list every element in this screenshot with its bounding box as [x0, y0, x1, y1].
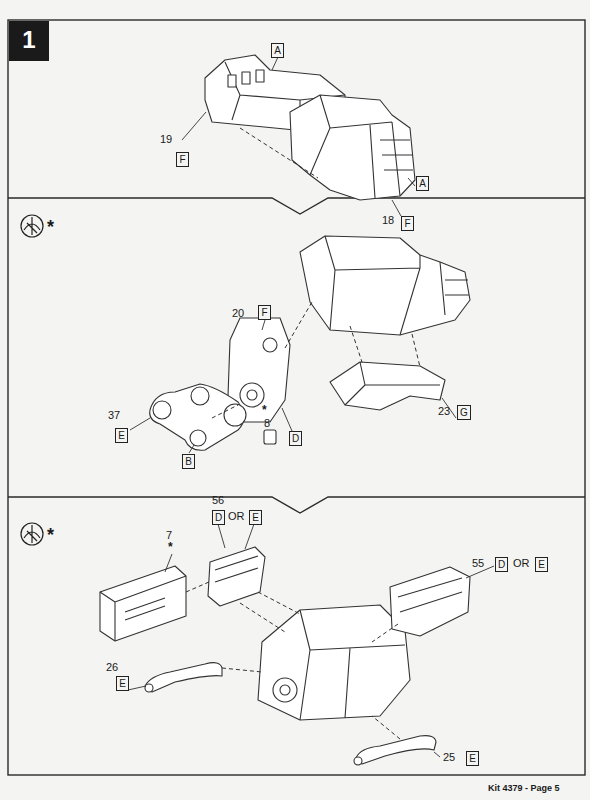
paint-note-star: * [262, 404, 267, 416]
callout-number: 18 [382, 214, 394, 226]
part-tree-letter: E [252, 512, 259, 523]
part-tree-letter: E [469, 753, 476, 764]
part-tree-box: F [176, 152, 189, 167]
step-number: 1 [17, 23, 41, 57]
part-tree-box: A [271, 43, 284, 58]
callout-number: 37 [108, 409, 120, 421]
part-tree-box: D [212, 510, 225, 525]
callout-number: 19 [160, 133, 172, 145]
part-tree-letter: A [274, 45, 281, 56]
part-tree-letter: F [404, 218, 411, 229]
part-tree-box: F [401, 216, 414, 231]
callout-number: OR [513, 557, 530, 569]
callout-number: 55 [472, 557, 484, 569]
callout-number: 56 [212, 494, 224, 506]
part-tree-box: A [416, 176, 429, 191]
part-tree-letter: D [498, 559, 505, 570]
callout-number: 7 [166, 529, 172, 541]
part-tree-letter: B [185, 456, 192, 467]
part-tree-letter: D [292, 433, 299, 444]
part-tree-letter: E [538, 559, 545, 570]
callout-number: 25 [443, 751, 455, 763]
part-tree-letter: E [119, 678, 126, 689]
part-tree-letter: E [118, 430, 125, 441]
part-tree-box: D [495, 557, 508, 572]
part-tree-letter: D [215, 512, 222, 523]
paint-note-star: * [168, 541, 173, 553]
step-number-box: 1 [9, 21, 49, 61]
callout-number: 23 [438, 405, 450, 417]
part-tree-box: E [535, 557, 548, 572]
part-tree-letter: F [261, 307, 268, 318]
callout-number: OR [228, 510, 245, 522]
part-tree-letter: G [460, 407, 468, 418]
part-tree-box: E [116, 676, 129, 691]
part-tree-box: E [466, 751, 479, 766]
part-tree-box: G [457, 405, 471, 420]
part-tree-box: D [289, 431, 302, 446]
part-tree-box: F [258, 305, 271, 320]
part-tree-box: E [249, 510, 262, 525]
part-tree-box: E [115, 428, 128, 443]
part-tree-letter: A [419, 178, 426, 189]
part-tree-letter: F [179, 154, 186, 165]
page-footer: Kit 4379 - Page 5 [488, 782, 560, 794]
paint-note-star: * [47, 219, 54, 235]
callout-number: 20 [232, 307, 244, 319]
part-tree-box: B [182, 454, 195, 469]
callout-number: 8 [264, 417, 270, 429]
callout-number: 26 [106, 661, 118, 673]
paint-note-star: * [47, 527, 54, 543]
